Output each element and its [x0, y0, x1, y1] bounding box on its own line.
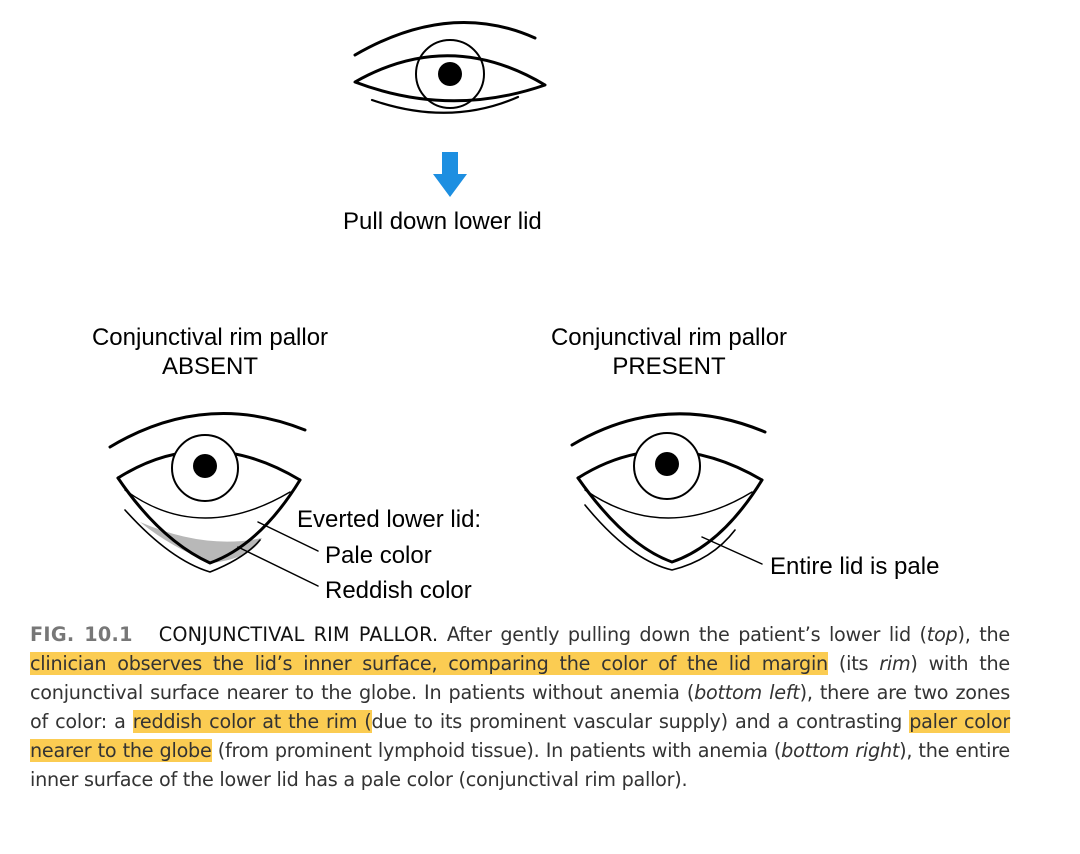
- top-eye-icon: [353, 21, 547, 114]
- caption-fig-number: FIG. 10.1: [30, 623, 133, 646]
- left-panel-title: Conjunctival rim pallor ABSENT: [60, 323, 360, 381]
- instruction-label: Pull down lower lid: [343, 208, 542, 235]
- left-eye-globe-line: [124, 489, 291, 519]
- caption-emphasis: bottom left: [694, 681, 800, 704]
- caption-text: After gently pulling down the patient’s …: [438, 623, 927, 646]
- caption-text: (from prominent lymphoid tissue). In pat…: [211, 739, 782, 762]
- top-eye-pupil: [438, 62, 462, 86]
- caption-emphasis: rim: [879, 652, 911, 675]
- caption-text: ) with the conjunctival surface nearer t…: [30, 652, 1010, 704]
- pale-color-label: Pale color: [325, 542, 432, 569]
- down-arrow-icon: [433, 152, 467, 197]
- caption-emphasis: bottom right: [781, 739, 900, 762]
- right-title-line1: Conjunctival rim pallor: [550, 324, 788, 351]
- left-eye-brow: [108, 412, 307, 449]
- top-eye-lower-lid: [370, 95, 520, 114]
- right-eye-everted-lid: [576, 476, 764, 564]
- caption-text: due to its prominent vascular supply) an…: [371, 710, 910, 733]
- caption-text: ), there are two zones of color: a: [30, 681, 1010, 733]
- figure-illustration: Pull down lower lid Conjunctival rim pal…: [60, 21, 940, 604]
- everted-lid-label: Everted lower lid:: [297, 506, 482, 533]
- top-eye-iris: [415, 39, 485, 109]
- left-title-line1: Conjunctival rim pallor: [91, 324, 329, 351]
- left-eye-everted-lid: [116, 476, 302, 565]
- right-eye-pupil: [655, 452, 679, 476]
- caption-text: (its: [827, 652, 880, 675]
- left-eye-outer-lid: [124, 509, 261, 573]
- right-title-line2: PRESENT: [612, 353, 726, 380]
- figure-svg: [108, 21, 767, 587]
- right-eye-outer-lid: [584, 504, 736, 571]
- caption-emphasis: top: [926, 623, 958, 646]
- caption-text: ), the: [957, 623, 1011, 646]
- left-eye-pupil: [193, 454, 217, 478]
- pale-leader-line: [257, 521, 319, 552]
- caption-fig-title: CONJUNCTIVAL RIM PALLOR.: [158, 623, 439, 646]
- right-eye-globe-line: [584, 489, 753, 519]
- entire-lid-label: Entire lid is pale: [770, 553, 940, 580]
- top-eye-brow: [353, 21, 537, 57]
- left-eye-icon: [108, 412, 319, 587]
- right-panel-title: Conjunctival rim pallor PRESENT: [519, 323, 819, 381]
- entire-leader-line: [701, 536, 763, 565]
- left-title-line2: ABSENT: [161, 353, 259, 380]
- caption-highlight: reddish color at the rim (: [132, 710, 372, 733]
- reddish-color-label: Reddish color: [325, 577, 472, 604]
- right-eye-icon: [570, 412, 767, 571]
- caption-highlight: clinician observes the lid’s inner surfa…: [30, 652, 828, 675]
- caption-text: ), the entire inner surface of the lower…: [30, 739, 1010, 791]
- figure-caption: FIG. 10.1 CONJUNCTIVAL RIM PALLOR. After…: [30, 620, 1010, 794]
- reddish-leader-line: [237, 546, 319, 587]
- top-eye-outline: [353, 54, 547, 103]
- right-eye-brow: [570, 412, 767, 447]
